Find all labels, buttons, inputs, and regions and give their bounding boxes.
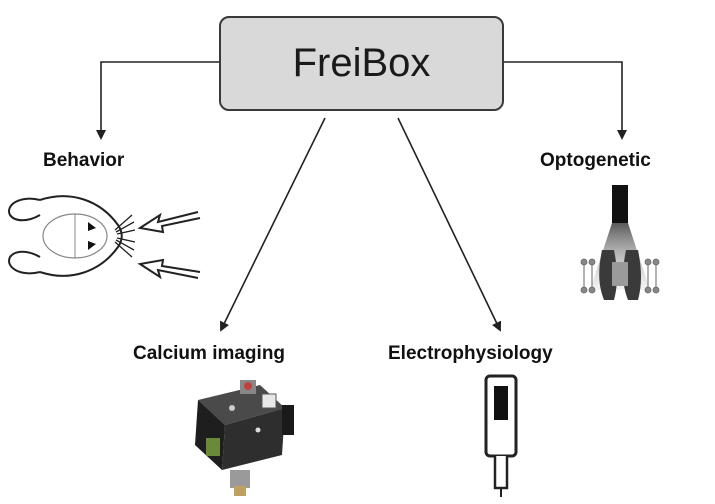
hub-title: FreiBox	[292, 41, 431, 85]
mouse-head-icon	[8, 195, 136, 277]
ion-channel-icon	[580, 250, 660, 300]
arrow-to-behavior	[96, 61, 219, 140]
electrophysiology-label: Electrophysiology	[388, 343, 553, 364]
stimulus-arrows-icon	[137, 211, 201, 280]
miniscope-icon	[195, 380, 294, 496]
optogenetic-label: Optogenetic	[540, 150, 651, 171]
electrode-probe-icon	[484, 374, 518, 497]
freibox-hub-box: FreiBox	[219, 16, 504, 111]
behavior-label: Behavior	[43, 150, 125, 171]
arrow-to-optogenetic	[504, 61, 627, 140]
calcium-imaging-label: Calcium imaging	[133, 343, 286, 364]
arrow-to-electrophysiology	[397, 117, 502, 332]
arrow-to-calcium-imaging	[220, 117, 326, 332]
